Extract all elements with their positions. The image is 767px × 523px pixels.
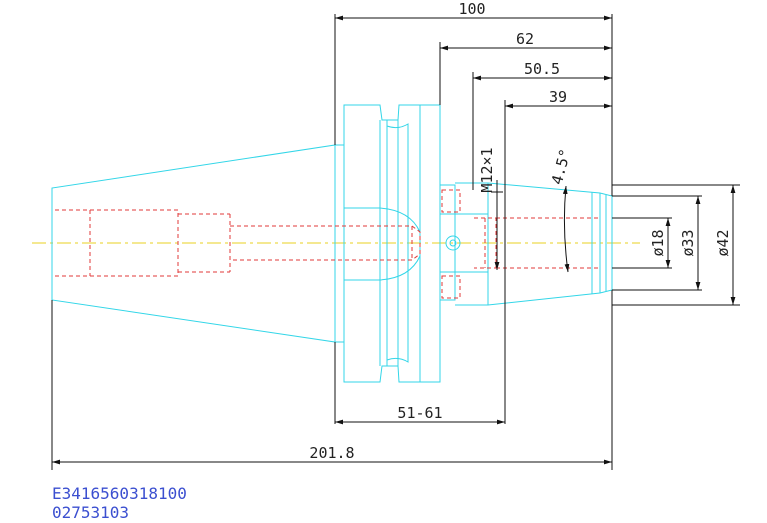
dim-text-dia-42: ø42 [714, 229, 732, 256]
dim-text-51-61: 51-61 [397, 404, 442, 422]
dim-text-100: 100 [458, 0, 485, 18]
dim-text-taper-angle: 4.5° [548, 147, 575, 187]
part-code-line-2: 02753103 [52, 503, 130, 522]
extension-lines [51, 14, 740, 470]
taper-angle-arc [562, 185, 570, 273]
dim-text-201-8: 201.8 [309, 444, 354, 462]
dim-text-thread: M12×1 [478, 147, 496, 192]
dim-text-dia-33: ø33 [679, 229, 697, 256]
internal-bore [55, 189, 600, 299]
part-code-line-1: E3416560318100 [52, 484, 187, 503]
dim-text-dia-18: ø18 [649, 229, 667, 256]
dim-text-39: 39 [549, 88, 567, 106]
part-codes: E3416560318100 02753103 [52, 484, 187, 522]
dim-text-50-5: 50.5 [524, 60, 560, 78]
dim-text-62: 62 [516, 30, 534, 48]
nose-body [440, 182, 613, 306]
